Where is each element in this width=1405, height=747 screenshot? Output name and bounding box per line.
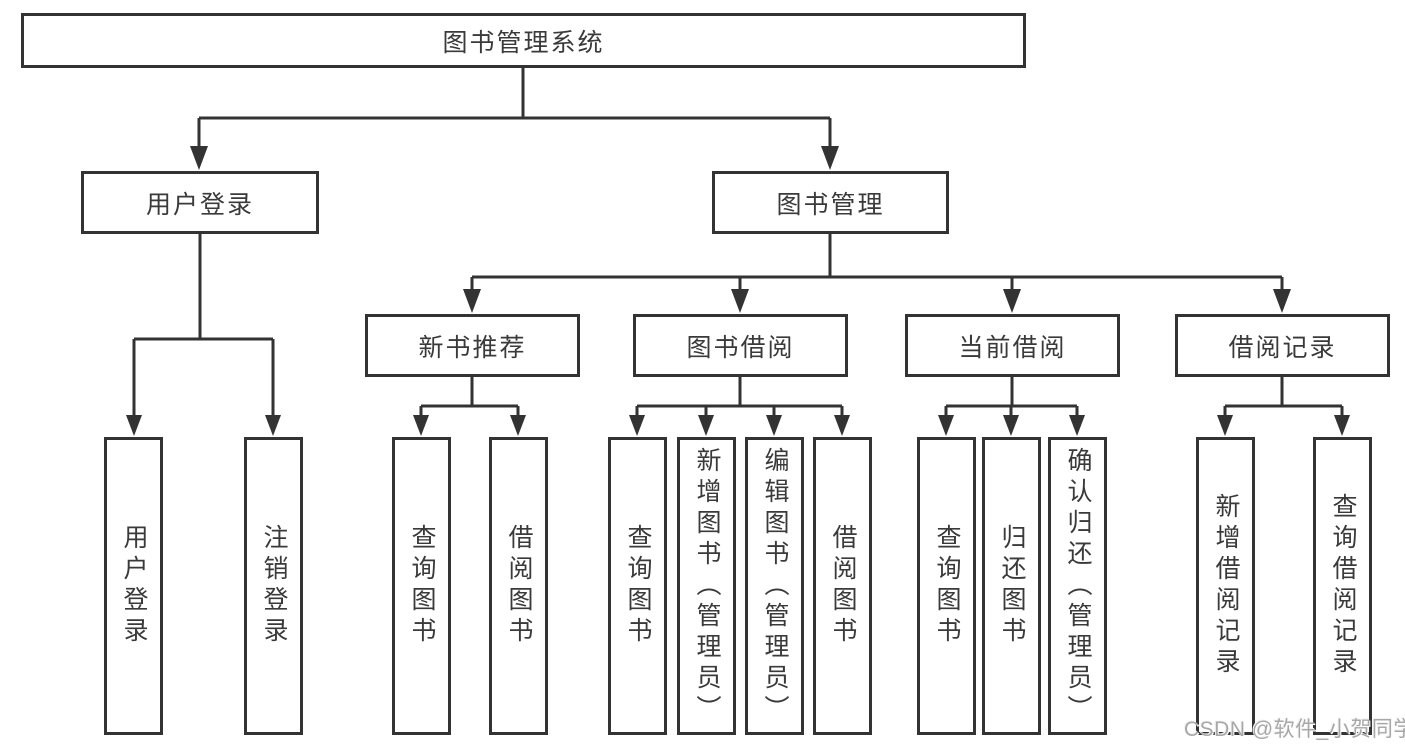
leaf-borrow-borrow-books: 借阅图书 xyxy=(813,437,872,735)
node-borrow-record: 借阅记录 xyxy=(1175,314,1390,377)
arrowhead-icon xyxy=(265,415,281,436)
arrowhead-icon xyxy=(731,289,749,313)
leaf-logout-login: 注销登录 xyxy=(244,437,303,735)
arrowhead-icon xyxy=(821,146,839,170)
arrowhead-icon xyxy=(834,415,850,436)
arrowhead-icon xyxy=(1069,415,1085,436)
arrowhead-icon xyxy=(766,415,782,436)
connector-book-borrow-to-leaves xyxy=(635,377,844,418)
arrowhead-icon xyxy=(1217,415,1233,436)
connector-root-to-level2 xyxy=(197,68,832,150)
arrowhead-icon xyxy=(126,415,142,436)
arrowhead-icon xyxy=(1003,289,1021,313)
arrowhead-icon xyxy=(463,289,481,313)
leaf-current-query-books: 查询图书 xyxy=(917,437,976,735)
leaf-borrow-add-books-admin: 新增图书（管理员） xyxy=(677,437,736,735)
leaf-user-login: 用户登录 xyxy=(104,437,163,735)
node-book-management: 图书管理 xyxy=(712,171,949,234)
leaf-borrow-edit-books-admin: 编辑图书（管理员） xyxy=(745,437,804,735)
leaf-borrow-query-books: 查询图书 xyxy=(608,437,667,735)
leaf-newbook-query-books: 查询图书 xyxy=(392,437,451,735)
node-new-book-recommend: 新书推荐 xyxy=(365,314,580,377)
leaf-current-return-books: 归还图书 xyxy=(982,437,1041,735)
arrowhead-icon xyxy=(629,415,645,436)
connector-current-borrow-to-leaves xyxy=(944,377,1079,418)
arrowhead-icon xyxy=(510,415,526,436)
node-book-borrow: 图书借阅 xyxy=(633,314,848,377)
leaf-newbook-borrow-books: 借阅图书 xyxy=(489,437,548,735)
node-user-login: 用户登录 xyxy=(81,171,319,234)
arrowheads xyxy=(126,146,1350,436)
connector-new-book-to-leaves xyxy=(419,377,520,418)
csdn-watermark: CSDN @软件_小贺同学 xyxy=(1184,718,1405,741)
leaf-record-query: 查询借阅记录 xyxy=(1313,437,1372,735)
arrowhead-icon xyxy=(698,415,714,436)
arrowhead-icon xyxy=(413,415,429,436)
connector-book-management-to-level3 xyxy=(470,234,1284,292)
node-root-system: 图书管理系统 xyxy=(21,13,1026,68)
leaf-record-add: 新增借阅记录 xyxy=(1196,437,1255,735)
arrowhead-icon xyxy=(1003,415,1019,436)
leaf-current-confirm-return-admin: 确认归还（管理员） xyxy=(1048,437,1107,735)
arrowhead-icon xyxy=(190,146,208,170)
arrowhead-icon xyxy=(1273,289,1291,313)
arrowhead-icon xyxy=(938,415,954,436)
node-current-borrow: 当前借阅 xyxy=(905,314,1120,377)
connector-borrow-record-to-leaves xyxy=(1223,377,1344,418)
arrowhead-icon xyxy=(1334,415,1350,436)
connector-user-login-to-leaves xyxy=(132,234,275,418)
